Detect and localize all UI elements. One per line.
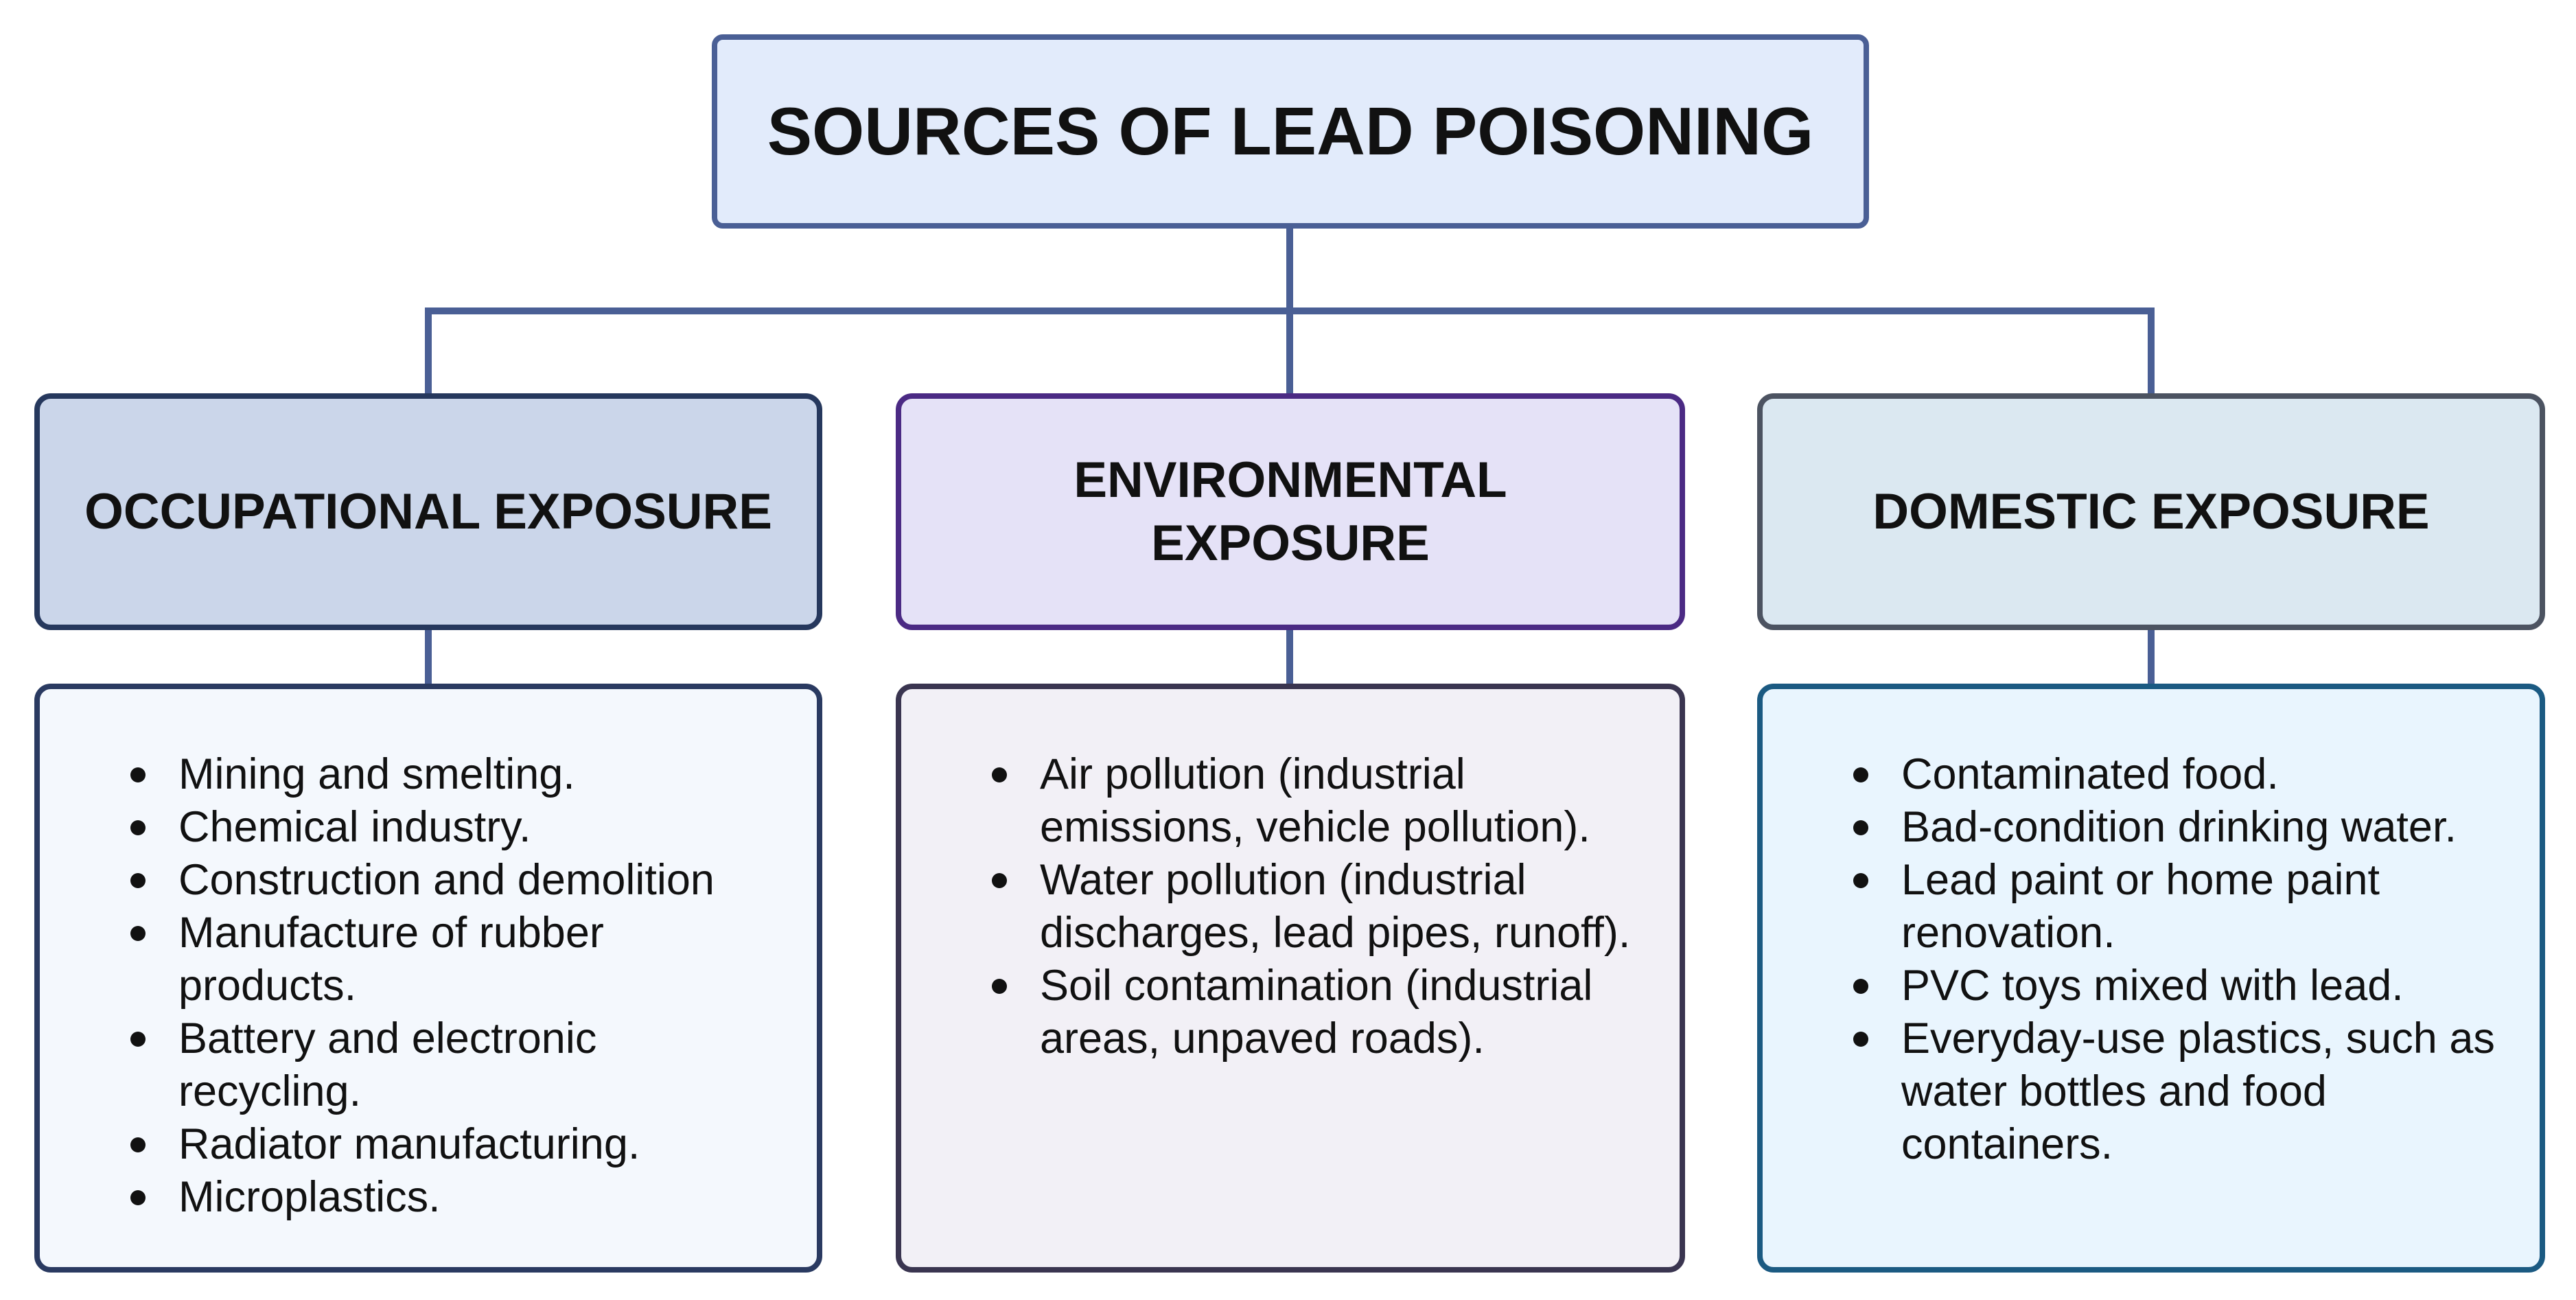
bullet-icon	[130, 820, 146, 835]
list-item: Lead paint or home paint renovation.	[1853, 854, 2512, 960]
list-item-text: Construction and demolition	[178, 856, 715, 904]
bullet-icon	[1853, 767, 1868, 782]
list-item-text: Manufacture of rubber products.	[178, 909, 604, 1010]
list-item-text: Soil contamination (industrial areas, un…	[1040, 962, 1593, 1063]
bullet-icon	[1853, 1032, 1868, 1047]
bullet-icon	[992, 767, 1007, 782]
bullet-icon	[130, 1137, 146, 1152]
bullet-icon	[130, 1190, 146, 1205]
category-label: OCCUPATIONAL EXPOSURE	[84, 483, 772, 539]
list-item: Manufacture of rubber products.	[130, 907, 789, 1012]
category-domestic: DOMESTIC EXPOSURE	[1757, 393, 2545, 630]
list-item: Everyday-use plastics, such as water bot…	[1853, 1012, 2512, 1171]
list-item: Soil contamination (industrial areas, un…	[992, 960, 1652, 1065]
item-list: Contaminated food. Bad-condition drinkin…	[1763, 748, 2512, 1171]
list-item: Water pollution (industrial discharges, …	[992, 854, 1652, 960]
list-item: PVC toys mixed with lead.	[1853, 960, 2512, 1012]
list-item-text: Air pollution (industrial emissions, veh…	[1040, 750, 1590, 851]
list-item: Chemical industry.	[130, 801, 789, 854]
category-environmental: ENVIRONMENTAL EXPOSURE	[896, 393, 1685, 630]
diagram-title: SOURCES OF LEAD POISONING	[767, 93, 1814, 169]
list-item-text: Battery and electronic recycling.	[178, 1014, 597, 1115]
list-item-text: Everyday-use plastics, such as water bot…	[1901, 1014, 2495, 1168]
category-occupational: OCCUPATIONAL EXPOSURE	[34, 393, 822, 630]
list-item: Bad-condition drinking water.	[1853, 801, 2512, 854]
list-item-text: Water pollution (industrial discharges, …	[1040, 856, 1631, 957]
category-label: DOMESTIC EXPOSURE	[1872, 483, 2430, 539]
bullet-icon	[130, 767, 146, 782]
list-item-text: Bad-condition drinking water.	[1901, 803, 2457, 851]
list-item: Mining and smelting.	[130, 748, 789, 801]
bullet-icon	[130, 873, 146, 888]
list-environmental: Air pollution (industrial emissions, veh…	[896, 684, 1685, 1273]
list-item: Contaminated food.	[1853, 748, 2512, 801]
bullet-icon	[1853, 979, 1868, 994]
item-list: Mining and smelting. Chemical industry. …	[40, 748, 789, 1224]
list-item-text: Mining and smelting.	[178, 750, 575, 798]
list-item-text: Chemical industry.	[178, 803, 531, 851]
bullet-icon	[992, 873, 1007, 888]
bullet-icon	[1853, 820, 1868, 835]
list-domestic: Contaminated food. Bad-condition drinkin…	[1757, 684, 2545, 1273]
list-item-text: Radiator manufacturing.	[178, 1120, 640, 1168]
list-item: Battery and electronic recycling.	[130, 1012, 789, 1118]
category-label: ENVIRONMENTAL EXPOSURE	[1074, 452, 1507, 571]
list-occupational: Mining and smelting. Chemical industry. …	[34, 684, 822, 1273]
bullet-icon	[992, 979, 1007, 994]
list-item-text: Contaminated food.	[1901, 750, 2279, 798]
list-item: Construction and demolition	[130, 854, 789, 907]
list-item: Radiator manufacturing.	[130, 1118, 789, 1171]
bullet-icon	[130, 926, 146, 941]
list-item-text: Microplastics.	[178, 1173, 441, 1221]
bullet-icon	[1853, 873, 1868, 888]
list-item-text: Lead paint or home paint renovation.	[1901, 856, 2380, 957]
list-item-text: PVC toys mixed with lead.	[1901, 962, 2404, 1010]
list-item: Air pollution (industrial emissions, veh…	[992, 748, 1652, 854]
list-item: Microplastics.	[130, 1171, 789, 1224]
item-list: Air pollution (industrial emissions, veh…	[901, 748, 1652, 1065]
bullet-icon	[130, 1032, 146, 1047]
title-box: SOURCES OF LEAD POISONING	[712, 34, 1869, 229]
